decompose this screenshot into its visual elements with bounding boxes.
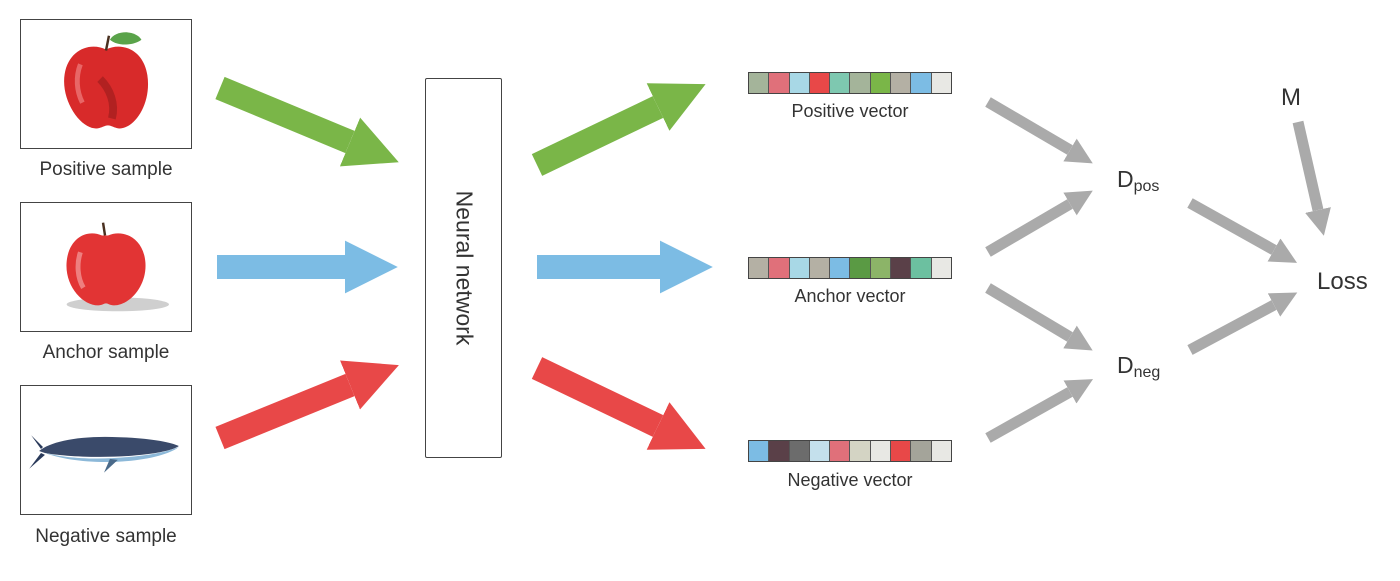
negative-vector-cell [891,441,912,461]
neural-network-label: Neural network [451,190,477,346]
negative-vector [748,440,952,462]
arrow-anchor-to-dpos [985,190,1093,257]
anchor-sample-label: Anchor sample [42,342,170,363]
d-pos-label: Dpos [1117,166,1159,196]
negative-vector-cell [769,441,790,461]
positive-sample-label: Positive sample [39,159,173,180]
d-neg-sub: neg [1133,364,1161,381]
red-apple-icon [66,222,170,312]
positive-vector-cell [870,73,892,93]
positive-vector-cell [830,73,851,93]
arrow-dpos-to-loss [1187,198,1298,263]
negative-vector-cell [931,441,951,461]
arrow-margin-to-loss [1292,120,1331,236]
d-neg-label: Dneg [1117,352,1160,382]
arrow-anchor-to-dneg [985,283,1093,351]
anchor-vector-cell [809,258,831,278]
positive-vector-cell [809,73,831,93]
positive-vector [748,72,952,94]
negative-vector-cell [789,441,810,461]
anchor-vector-cell [870,258,892,278]
anchor-vector-label: Anchor vector [794,286,906,306]
anchor-vector-cell [911,258,932,278]
anchor-vector-cell [749,258,770,278]
negative-vector-cell [830,441,851,461]
positive-sample-box [20,19,192,149]
arrow-dneg-to-loss [1187,292,1298,355]
margin-label: M [1281,84,1301,111]
arrow-negvec-to-dneg [985,379,1094,443]
anchor-vector-cell [850,258,871,278]
negative-vector-label: Negative vector [787,470,913,490]
anchor-vector-cell [830,258,851,278]
anchor-vector-cell [769,258,790,278]
d-pos-main: D [1117,166,1134,192]
negative-vector-cell [911,441,932,461]
positive-vector-cell [769,73,790,93]
negative-vector-cell [809,441,831,461]
arrow-network-to-positive-vector [531,83,706,176]
whale-icon [29,435,179,473]
anchor-sample-box [20,202,192,332]
positive-vector-cell [931,73,951,93]
arrow-network-to-negative-vector [531,357,706,450]
anchor-vector-cell [931,258,951,278]
anchor-vector [748,257,952,279]
d-pos-sub: pos [1133,178,1160,195]
d-neg-main: D [1117,352,1134,378]
negative-vector-cell [749,441,770,461]
anchor-vector-cell [789,258,810,278]
neural-network-box: Neural network [425,78,502,458]
red-apple-with-leaf-icon [64,32,149,129]
positive-vector-cell [850,73,871,93]
arrow-posvec-to-dpos [985,97,1093,164]
loss-label: Loss [1317,268,1368,295]
arrow-positive-to-network [215,76,399,167]
negative-sample-box [20,385,192,515]
positive-vector-cell [891,73,912,93]
positive-vector-cell [911,73,932,93]
positive-vector-cell [789,73,810,93]
positive-vector-label: Positive vector [791,101,909,121]
anchor-vector-cell [891,258,912,278]
negative-vector-cell [870,441,892,461]
positive-vector-cell [749,73,770,93]
negative-vector-cell [850,441,871,461]
negative-sample-label: Negative sample [35,526,177,547]
arrow-negative-to-network [215,360,399,450]
